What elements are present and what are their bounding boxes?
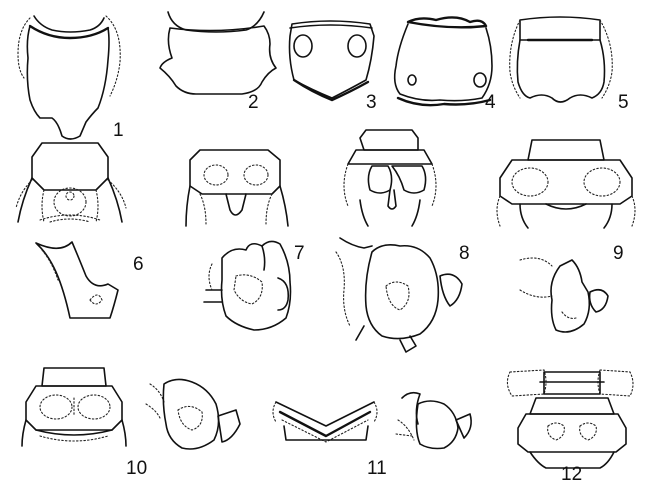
figure-number-3: 3 [366,92,377,113]
figure-11-dorsal [272,401,378,443]
figure-7-lateral [203,240,292,331]
figure-9-lateral [519,257,609,333]
figure-2-pronotum [159,11,277,95]
figure-3-pronotum [288,20,375,102]
figure-8-dorsal [343,129,437,227]
figure-10-dorsal [21,367,127,447]
figure-number-5: 5 [618,92,629,113]
figure-number-10: 10 [126,458,147,479]
figure-number-11: 11 [367,458,387,479]
figure-11-lateral [395,391,472,450]
figure-number-2: 2 [248,92,259,113]
figure-1-pronotum [17,15,121,140]
figure-number-6: 6 [133,254,144,275]
figure-5-pronotum [509,16,613,103]
figure-number-12: 12 [561,464,582,485]
figure-12-dorsal [506,369,634,469]
figure-number-7: 7 [294,243,305,264]
figure-number-9: 9 [613,243,624,264]
figure-number-labels: 1 2 3 4 5 6 7 8 9 10 11 12 [113,92,629,485]
figure-7-dorsal [185,149,289,227]
figure-10-lateral [145,378,241,450]
figure-4-pronotum [393,16,493,107]
figure-9-dorsal [496,139,636,229]
figure-number-1: 1 [113,120,124,141]
figure-6-dorsal [15,142,127,223]
figure-6-lateral [35,241,119,319]
figure-8-lateral [335,237,463,353]
figure-number-4: 4 [485,92,496,113]
figure-number-8: 8 [459,243,470,264]
